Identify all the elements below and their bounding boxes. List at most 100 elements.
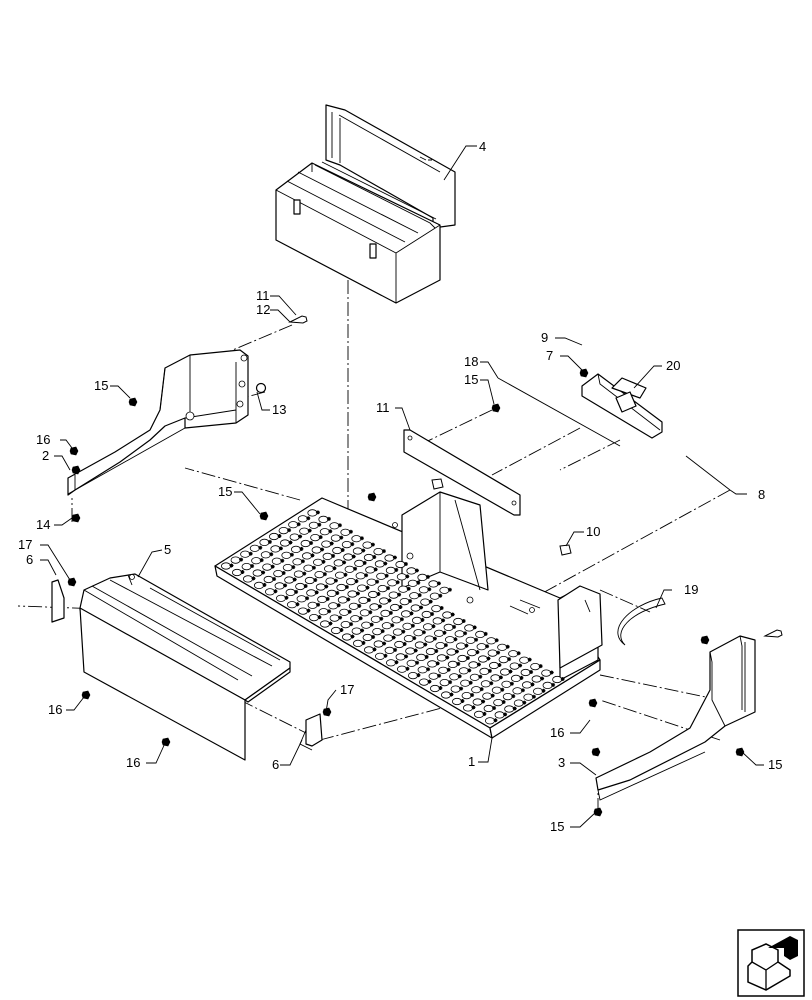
tread-hole [332,546,343,555]
right-bracket [595,635,756,801]
tread-hole [469,673,480,681]
tread-star [391,635,396,640]
tread-hole [413,629,424,637]
tread-star [310,553,315,558]
tread-hole [488,661,499,670]
tread-hole [428,672,439,680]
tread-star [516,651,521,656]
tread-hole [510,674,521,683]
tread-star [520,688,525,693]
fastener-nut [735,747,745,757]
tread-star [383,561,388,566]
tread-star [369,622,374,627]
tread-hole [482,692,493,700]
tread-star [427,587,432,592]
tread-hole [363,646,374,654]
tread-star [318,535,323,540]
return-arrow-icon[interactable] [737,929,805,997]
tread-hole [358,596,369,605]
tread-star [292,577,297,582]
tread-star [464,643,469,648]
tread-hole [278,526,289,535]
tread-hole [383,634,394,642]
tread-star [329,541,334,546]
tread-star [325,596,330,601]
tread-hole [263,575,274,584]
tread-hole [362,633,373,642]
tread-hole [303,564,314,572]
fastener-clip [559,544,572,556]
tread-hole [384,646,395,655]
tread-hole [373,640,384,648]
tread-hole [417,573,428,582]
tread-hole [369,603,380,611]
tread-hole [318,515,329,524]
tread-hole [396,665,407,673]
tread-hole [377,584,388,593]
tread-star [349,622,354,627]
tread-hole [337,596,348,604]
callout-5: 5 [164,542,171,557]
tread-hole [508,650,519,658]
tread-hole [275,594,286,602]
tread-hole [436,654,447,662]
tread-star [368,610,373,615]
tread-hole [473,710,484,719]
callout-16-left-bracket: 16 [36,432,50,447]
callout-18: 18 [464,354,478,369]
tread-hole [475,630,486,639]
tread-star [342,560,347,565]
fastener-bolt [763,629,783,638]
tread-hole [446,648,457,656]
tread-star [283,583,288,588]
tread-star [328,529,333,534]
tread-hole [433,629,444,637]
tread-star [355,591,360,596]
tread-star [401,629,406,634]
tread-star [350,542,355,547]
tread-star [370,542,375,547]
tread-star [311,565,316,570]
tread-star [405,574,410,579]
tread-star [328,621,333,626]
tread-star [277,534,282,538]
tread-star [360,628,365,633]
tread-star [427,679,432,684]
tread-star [331,553,336,558]
tread-star [486,656,491,661]
tread-star [417,593,422,598]
callout-17-left: 17 [18,537,32,552]
tread-hole [542,681,553,690]
tread-hole [374,560,385,568]
tread-star [397,592,402,597]
tread-star [343,572,348,577]
tread-hole [339,608,350,616]
tread-hole [317,595,328,604]
tread-star [362,560,367,565]
tread-hole [315,583,326,591]
tread-hole [220,562,231,570]
tread-hole [440,691,451,699]
tread-hole [301,552,312,560]
tread-hole [442,611,453,619]
tread-hole [307,601,318,609]
tread-star [262,582,267,587]
tread-star [437,673,442,678]
tread-hole [464,624,475,632]
tread-star [348,529,353,534]
tread-hole [373,547,384,556]
tread-star [267,539,272,544]
tread-star [392,555,397,560]
tread-star [372,555,377,559]
tread-hole [491,686,502,694]
tread-hole [428,580,439,588]
tread-star [465,656,470,660]
tread-star [512,706,517,711]
tread-star [551,682,556,687]
callout-17-bottom: 17 [340,682,354,697]
tread-star [309,541,314,545]
tread-hole [432,617,443,625]
tread-hole [512,687,523,695]
